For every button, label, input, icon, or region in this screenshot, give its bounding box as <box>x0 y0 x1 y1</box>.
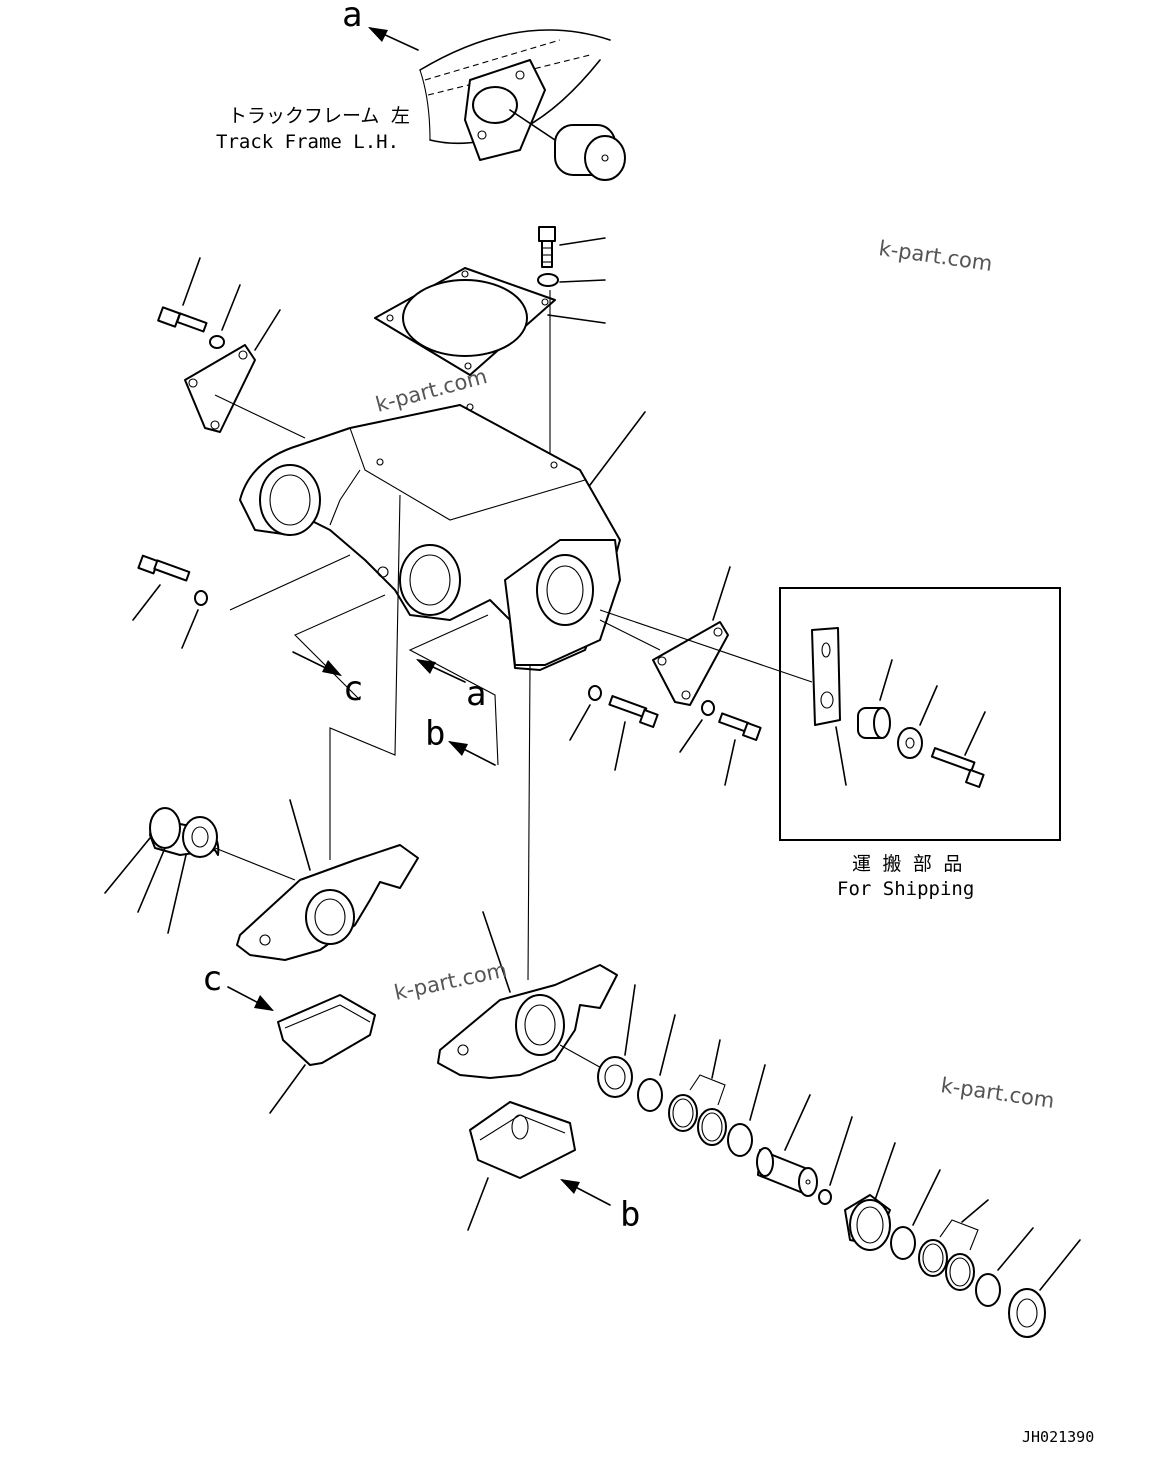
arrow-c-mid <box>292 651 342 676</box>
equalizer-frame <box>239 403 646 671</box>
watermark: k-part.com <box>392 958 509 1005</box>
watermark: k-part.com <box>877 236 994 276</box>
arrow-b-bottom <box>560 1179 611 1206</box>
top-washer <box>537 273 606 287</box>
ref-c-left: c <box>202 959 222 999</box>
left-cover-plate <box>184 309 306 439</box>
side-bolt-right <box>569 685 762 786</box>
track-frame-detail <box>419 29 626 181</box>
left-guard <box>269 994 376 1114</box>
top-bolt <box>538 226 606 268</box>
side-bolt-left <box>132 554 351 649</box>
track-frame-label-jp: トラックフレーム 左 <box>228 105 410 127</box>
right-cover-plate <box>599 566 731 706</box>
left-bushing <box>104 807 296 934</box>
drawing-id: JH021390 <box>1022 1428 1094 1446</box>
left-link <box>236 799 419 961</box>
arrow-a-mid <box>416 659 466 683</box>
shipping-label-en: For Shipping <box>837 878 974 900</box>
ref-a-top: a <box>342 0 362 35</box>
shipping-label-jp: 運 搬 部 品 <box>852 853 962 875</box>
track-frame-label-en: Track Frame L.H. <box>216 131 399 153</box>
arrow-a-top <box>368 27 419 51</box>
right-guard <box>467 1101 576 1231</box>
ref-a-mid: a <box>466 674 486 714</box>
left-bolt <box>157 257 208 333</box>
shipping-box <box>599 587 1061 841</box>
ref-c-mid: c <box>343 669 363 709</box>
arrow-c-left <box>227 986 274 1011</box>
watermark: k-part.com <box>939 1073 1056 1113</box>
arrow-b-mid <box>448 741 496 766</box>
right-link <box>437 911 618 1079</box>
left-washer <box>209 284 241 349</box>
pin-assembly <box>597 984 1081 1338</box>
connector-lines <box>294 494 531 981</box>
ref-b-bottom: b <box>620 1195 640 1235</box>
ref-b-mid: b <box>425 714 445 754</box>
top-cover-plate <box>374 267 606 460</box>
